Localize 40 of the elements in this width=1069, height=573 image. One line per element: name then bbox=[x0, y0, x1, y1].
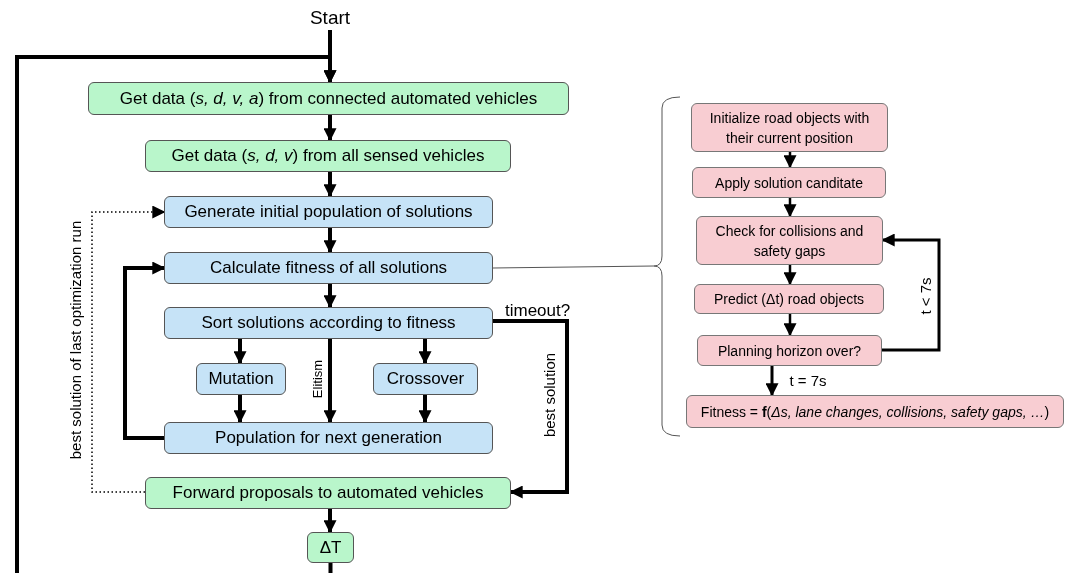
process-box: Fitness = f(Δs, lane changes, collisions, safety gaps, …) bbox=[686, 395, 1064, 428]
arrow bbox=[323, 228, 337, 254]
edge-label: Elitism bbox=[310, 357, 324, 401]
arrow bbox=[881, 233, 941, 352]
arrow bbox=[783, 265, 797, 286]
arrow bbox=[418, 339, 432, 365]
process-box: Crossover bbox=[373, 363, 478, 395]
process-box: Generate initial population of solutions bbox=[164, 196, 493, 228]
process-box: Get data (s, d, v) from all sensed vehicles bbox=[145, 140, 511, 172]
arrow bbox=[493, 319, 569, 499]
arrow bbox=[323, 284, 337, 309]
process-box: Mutation bbox=[196, 363, 286, 395]
arrow bbox=[323, 115, 337, 142]
arrow bbox=[323, 339, 337, 424]
process-box: Check for collisions and safety gaps bbox=[696, 216, 883, 265]
start-label: Start bbox=[300, 6, 360, 30]
dotted-arrow bbox=[91, 205, 166, 493]
process-box: Apply solution canditate bbox=[692, 167, 886, 198]
arrow bbox=[765, 366, 779, 397]
arrow bbox=[123, 261, 166, 440]
arrow bbox=[783, 314, 797, 337]
process-box: Initialize road objects with their current position bbox=[691, 103, 888, 152]
process-box: Predict (Δt) road objects bbox=[694, 284, 884, 314]
condition-label: timeout? bbox=[505, 301, 571, 319]
arrow bbox=[15, 55, 337, 573]
process-box: Forward proposals to automated vehicles bbox=[145, 477, 511, 509]
process-box: Calculate fitness of all solutions bbox=[164, 252, 493, 284]
arrow bbox=[323, 509, 337, 534]
arrow bbox=[783, 198, 797, 218]
edge-label: best solution of last optimization run bbox=[67, 218, 83, 462]
process-box: Planning horizon over? bbox=[697, 335, 882, 366]
arrow bbox=[783, 152, 797, 169]
process-box: Population for next generation bbox=[164, 422, 493, 454]
arrow bbox=[233, 339, 247, 365]
process-box: ΔT bbox=[307, 532, 354, 563]
arrow bbox=[233, 395, 247, 424]
arrow bbox=[323, 172, 337, 198]
arrow bbox=[418, 395, 432, 424]
process-box: Get data (s, d, v, a) from connected automated vehicles bbox=[88, 82, 569, 115]
process-box: Sort solutions according to fitness bbox=[164, 307, 493, 339]
